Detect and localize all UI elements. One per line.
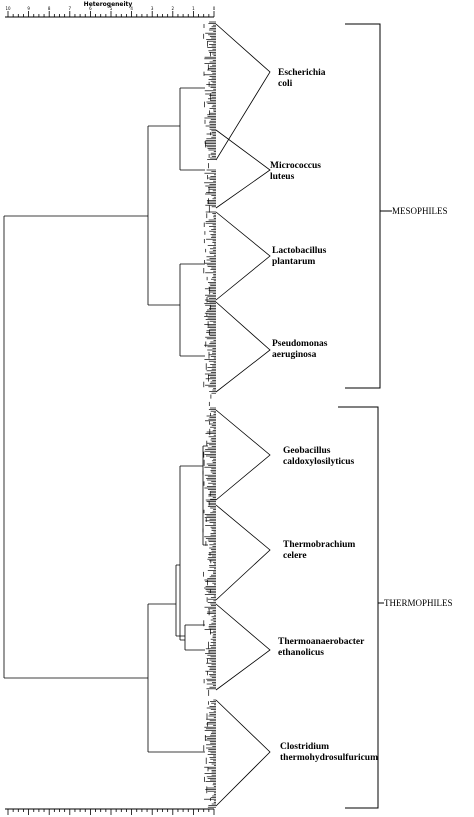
cluster-wedges: EscherichiacoliMicrococcusluteusLactobac… bbox=[215, 23, 378, 807]
top-tick-label: 7 bbox=[69, 6, 72, 11]
cluster-name-line1: Clostridium bbox=[280, 742, 329, 752]
mesophiles-bracket-line bbox=[345, 23, 392, 389]
top-tick-label: 10 bbox=[5, 6, 11, 11]
top-tick-label: 5 bbox=[110, 6, 113, 11]
cluster-wedge bbox=[215, 603, 271, 691]
lactobacillus-pseudomonas-branch bbox=[179, 263, 205, 357]
dendrogram-leaves bbox=[202, 21, 216, 808]
root-branch bbox=[3, 215, 148, 679]
top-tick-label: 9 bbox=[27, 6, 30, 11]
bottom-axis-ticks bbox=[7, 809, 215, 815]
cluster-name-line2: plantarum bbox=[272, 257, 315, 267]
cluster-name-line1: Micrococcus bbox=[270, 161, 321, 171]
cluster-name-line1: Pseudomonas bbox=[272, 339, 328, 349]
cluster-name-line2: caldoxylosilyticus bbox=[283, 457, 355, 467]
cluster-name-line1: Lactobacillus bbox=[272, 246, 327, 256]
cluster-name-line2: luteus bbox=[270, 172, 295, 182]
cluster-wedge bbox=[215, 504, 271, 601]
top-tick-label: 6 bbox=[89, 6, 92, 11]
cluster-name-line2: celere bbox=[283, 551, 307, 561]
thermophiles-label: THERMOPHILES bbox=[384, 598, 453, 608]
thermophiles-bracket-line bbox=[338, 406, 384, 809]
top-tick-label: 8 bbox=[48, 6, 51, 11]
cluster-name-line1: Escherichia bbox=[278, 68, 326, 78]
top-tick-label: 4 bbox=[130, 6, 133, 11]
top-tick-label: 3 bbox=[151, 6, 154, 11]
bottom-axis bbox=[5, 808, 215, 815]
cluster-wedge bbox=[215, 699, 271, 807]
cluster-name-line1: Thermoanaerobacter bbox=[278, 637, 365, 647]
dendrogram-tree bbox=[3, 87, 208, 753]
top-tick-label: 0 bbox=[213, 6, 216, 11]
cluster-name-line2: thermohydrosulfuricum bbox=[280, 753, 378, 763]
geobacillus-thermobrachium-branch bbox=[179, 465, 203, 641]
thermo-sub-branch bbox=[202, 445, 208, 546]
mesophiles-label: MESOPHILES bbox=[392, 206, 448, 216]
ecoli-micrococcus-branch bbox=[179, 87, 205, 171]
thermo-upper-branch bbox=[175, 564, 185, 637]
cluster-wedge bbox=[215, 409, 271, 501]
top-tick-label: 1 bbox=[192, 6, 195, 11]
cluster-name-line1: Geobacillus bbox=[283, 446, 331, 456]
cluster-wedge bbox=[215, 129, 271, 209]
axis-title: Heterogeneity bbox=[84, 1, 133, 8]
top-tick-label: 2 bbox=[172, 6, 175, 11]
thermophile-branch bbox=[147, 603, 205, 753]
mesophiles-bracket: MESOPHILES bbox=[345, 23, 448, 389]
thermoanaerobacter-branch bbox=[184, 624, 205, 651]
mesophile-branch bbox=[147, 125, 180, 306]
cluster-wedge bbox=[215, 211, 271, 301]
cluster-name-line1: Thermobrachium bbox=[283, 540, 355, 550]
thermophiles-bracket: THERMOPHILES bbox=[338, 406, 453, 809]
cluster-name-line2: aeruginosa bbox=[272, 350, 317, 360]
cluster-wedge bbox=[215, 301, 271, 393]
cluster-name-line2: ethanolicus bbox=[278, 648, 324, 658]
cluster-name-line2: coli bbox=[278, 79, 293, 89]
cluster-wedge bbox=[215, 23, 271, 161]
